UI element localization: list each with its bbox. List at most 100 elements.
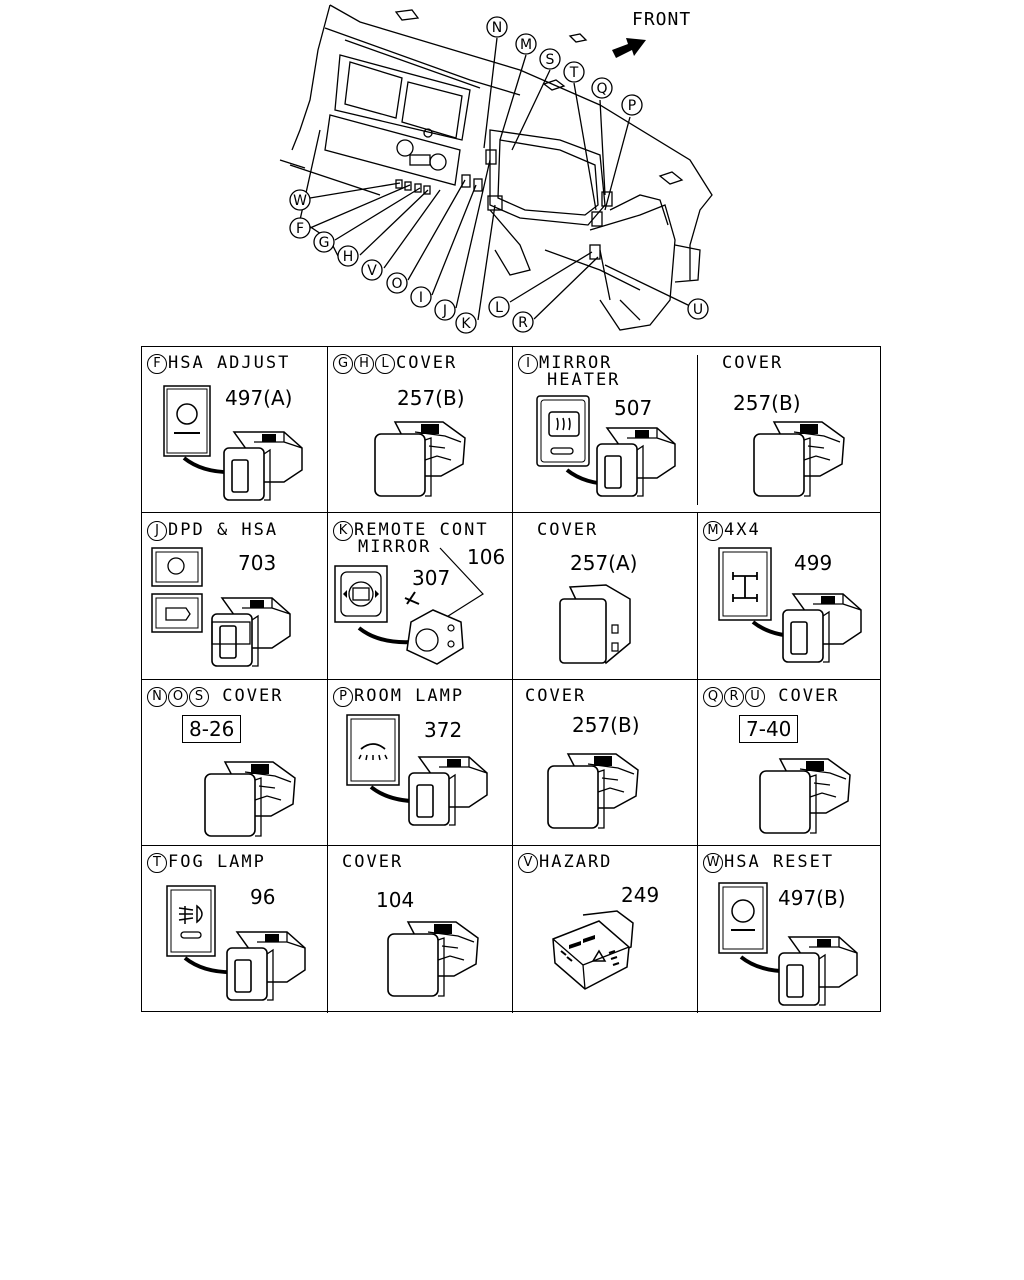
callout-T: T [563, 61, 585, 83]
callout-Q: Q [591, 77, 613, 99]
cell-title: COVER [537, 520, 599, 540]
part-number: 257(B) [733, 391, 801, 415]
callout-V: V [361, 259, 383, 281]
ref-letter: I [518, 354, 538, 374]
ref-letter: O [168, 687, 188, 707]
parts-grid [141, 346, 881, 1013]
ref-letter: S [189, 687, 209, 707]
ref-letter: G [333, 354, 353, 374]
callout-K: K [455, 312, 477, 334]
cover-257a-drawing [559, 584, 631, 665]
reference-box: 7-40 [739, 715, 799, 743]
ref-letter: N [147, 687, 167, 707]
svg-text:S: S [546, 52, 555, 68]
part-number: 497(B) [778, 886, 846, 910]
callout-F: F [289, 217, 311, 239]
grid-sub-divider [697, 355, 698, 505]
svg-text:Q: Q [596, 81, 607, 97]
ref-letter: U [745, 687, 765, 707]
cover-part-drawing [204, 761, 296, 837]
part-number: 497(A) [225, 386, 293, 410]
ref-letter: L [375, 354, 395, 374]
cell-title-line2: MIRROR [358, 537, 432, 557]
cover-part-drawing [547, 753, 639, 829]
room-lamp-switch-drawing [346, 714, 488, 826]
callout-M: M [515, 33, 537, 55]
cover-part-drawing [387, 921, 479, 997]
mirror-heater-switch-drawing [536, 395, 676, 497]
callout-H: H [337, 245, 359, 267]
ref-letter: Q [703, 687, 723, 707]
ref-letter: F [147, 354, 167, 374]
part-number: 507 [614, 396, 653, 420]
cover-part-drawing [759, 758, 851, 834]
svg-text:K: K [461, 316, 471, 332]
callout-L: L [488, 296, 510, 318]
svg-text:G: G [319, 235, 330, 251]
svg-text:F: F [296, 221, 304, 237]
svg-text:O: O [391, 276, 402, 292]
part-number: 257(B) [397, 386, 465, 410]
svg-text:H: H [343, 249, 354, 265]
front-arrow-icon [612, 38, 646, 58]
grid-col-divider [327, 347, 328, 1013]
remote-mirror-switch-drawing [334, 547, 484, 665]
grid-col-divider [697, 846, 698, 1013]
part-number: 96 [250, 885, 276, 909]
ref-letter: K [333, 521, 353, 541]
ref-letter: M [703, 521, 723, 541]
ref-letter: T [147, 853, 167, 873]
ref-letter: R [724, 687, 744, 707]
cover-part-drawing [753, 421, 845, 497]
callout-I: I [410, 286, 432, 308]
cell-title-line2: HEATER [547, 370, 621, 390]
hsa-reset-switch-drawing [718, 882, 858, 1006]
callout-G: G [313, 231, 335, 253]
fog-lamp-switch-drawing [166, 885, 306, 1001]
svg-text:I: I [419, 290, 423, 306]
callout-W: W [289, 189, 311, 211]
part-number-secondary: 307 [412, 566, 451, 590]
part-number: 106 [467, 545, 506, 569]
callout-N: N [486, 16, 508, 38]
svg-text:W: W [293, 193, 307, 209]
grid-row-divider [142, 512, 880, 513]
reference-box: 8-26 [182, 715, 242, 743]
cell-title: COVER [722, 353, 784, 373]
ref-letter: H [354, 354, 374, 374]
grid-col-divider [512, 347, 513, 1013]
svg-text:J: J [442, 303, 447, 319]
part-number: 499 [794, 551, 833, 575]
svg-text:R: R [518, 315, 528, 331]
grid-col-divider [697, 680, 698, 845]
hazard-switch-drawing [552, 910, 634, 990]
4x4-switch-drawing [718, 547, 862, 663]
front-label: FRONT [632, 9, 692, 30]
part-number: 257(A) [570, 551, 638, 575]
dpd-hsa-switch-drawing [151, 547, 291, 667]
ref-letter: V [518, 853, 538, 873]
svg-text:M: M [520, 37, 532, 53]
grid-col-divider [697, 513, 698, 679]
part-number: 104 [376, 888, 415, 912]
callout-J: J [434, 299, 456, 321]
callout-U: U [687, 298, 709, 320]
callout-R: R [512, 311, 534, 333]
svg-text:U: U [693, 302, 703, 318]
callout-S: S [539, 48, 561, 70]
svg-text:N: N [492, 20, 502, 36]
part-number: 703 [238, 551, 277, 575]
svg-text:P: P [628, 98, 636, 114]
ref-letter: J [147, 521, 167, 541]
